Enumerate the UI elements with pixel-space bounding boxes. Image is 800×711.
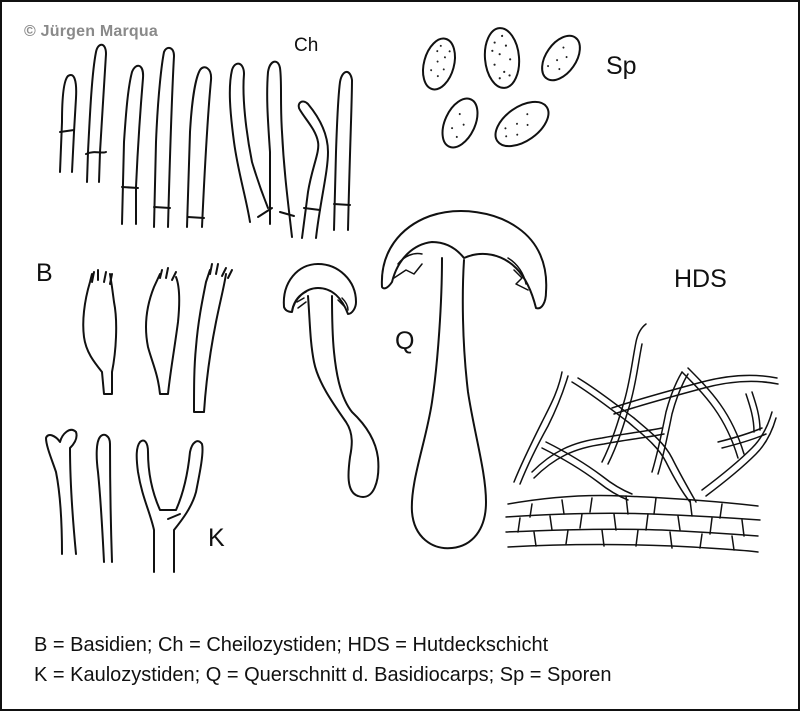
spores-group (422, 27, 581, 149)
basidium-3 (193, 263, 233, 413)
cheilocystidium-3 (121, 64, 145, 225)
spore-2 (483, 27, 521, 89)
cheilocystidium-4 (153, 46, 175, 228)
basidium-1 (82, 269, 118, 395)
legend-line-2: K = Kaulozystiden; Q = Querschnitt d. Ba… (34, 664, 612, 686)
label-caulocystidia: K (208, 524, 225, 552)
caulocystidium-1 (45, 428, 78, 555)
cheilocystidium-1 (59, 74, 78, 173)
caulocystidia-group (45, 428, 204, 573)
spore-5 (494, 100, 550, 148)
cross-section-small (282, 263, 380, 498)
label-cross-section: Q (395, 327, 415, 355)
legend: B = Basidien; Ch = Cheilozystiden; HDS =… (34, 630, 612, 690)
basidia-group (82, 263, 233, 413)
caulocystidium-3 (135, 439, 204, 573)
label-cheilocystidia: Ch (294, 35, 319, 56)
cheilocystidia-group (59, 43, 353, 239)
cross-section-large (380, 210, 548, 550)
label-pileipellis: HDS (674, 265, 727, 293)
label-spores: Sp (606, 52, 637, 80)
spore-4 (441, 97, 479, 149)
cheilocystidium-9 (333, 71, 353, 231)
spore-1 (422, 37, 456, 91)
cheilocystidium-8 (297, 100, 329, 239)
cheilocystidium-6 (228, 62, 273, 223)
legend-line-1: B = Basidien; Ch = Cheilozystiden; HDS =… (34, 634, 549, 656)
caulocystidium-2 (95, 433, 113, 563)
basidium-2 (145, 267, 181, 395)
spore-3 (541, 34, 581, 82)
copyright-notice: © Jürgen Marqua (24, 23, 158, 40)
cheilocystidium-2 (85, 43, 107, 183)
cheilocystidium-7 (266, 60, 295, 238)
label-basidia: B (36, 259, 53, 287)
pileipellis-group (505, 323, 779, 553)
cheilocystidium-5 (186, 66, 213, 228)
